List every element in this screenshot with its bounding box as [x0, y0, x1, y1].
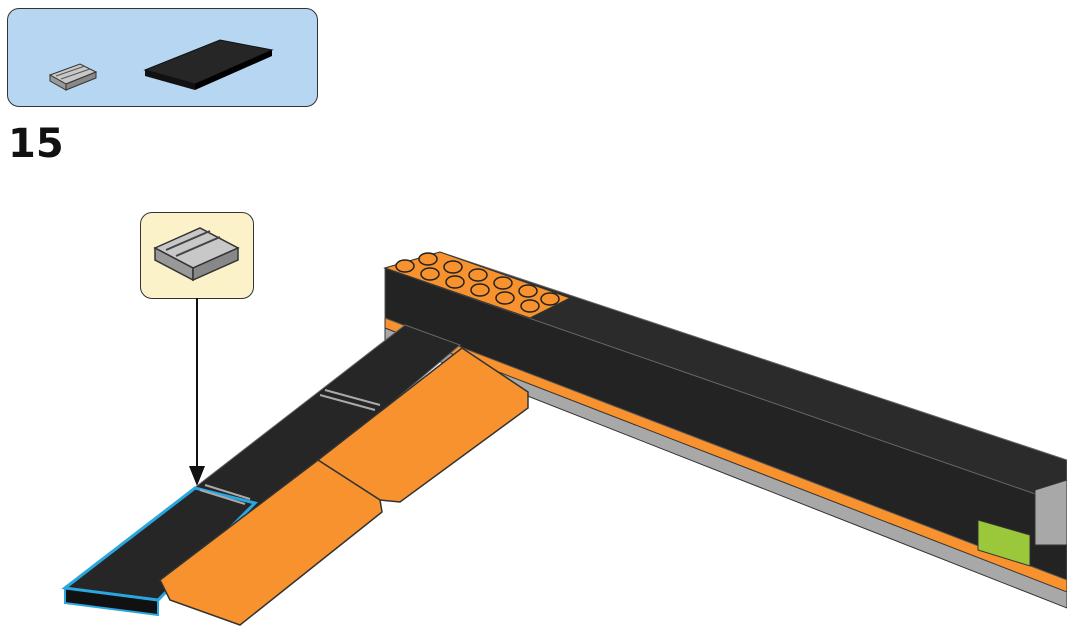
studs: [395, 252, 560, 313]
placement-arrow: [189, 298, 205, 486]
black-tile-part: [143, 39, 274, 90]
highlighted-tile: [61, 486, 258, 602]
left-arm: [61, 324, 461, 617]
grille-tile-part: [48, 63, 98, 91]
step-number: 15: [8, 121, 64, 167]
lime-tile: [977, 519, 1031, 567]
gray-block: [1034, 479, 1067, 546]
grille-tiles: [199, 389, 381, 505]
callout-grille-tile: [153, 227, 240, 282]
orange-tiles: [159, 347, 529, 626]
